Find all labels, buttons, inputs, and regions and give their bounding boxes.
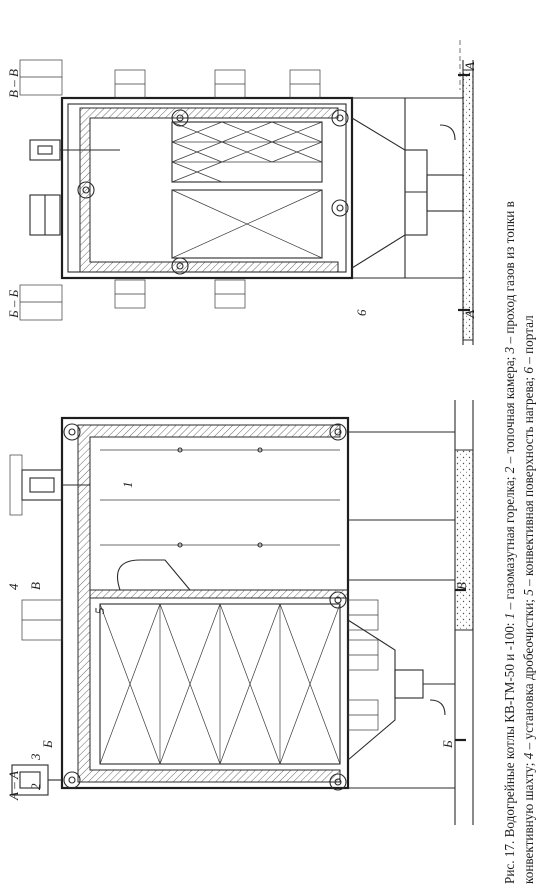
foundation — [462, 69, 474, 341]
furnace-lining — [79, 107, 339, 273]
shot-blasting-device — [11, 764, 62, 796]
label-cut-b-top: Б — [40, 740, 55, 749]
label-number-5: 5 — [92, 607, 107, 614]
furnace-lining-lower — [77, 424, 341, 783]
label-number-1: 1 — [120, 482, 135, 489]
label-number-3: 3 — [28, 753, 43, 761]
caption-line-2: конвективную шахту; 4 – установка дробео… — [521, 315, 536, 884]
convective-panels-upper — [171, 121, 323, 183]
label-number-4: 4 — [6, 583, 21, 590]
label-cut-v-bottom: В — [454, 582, 469, 590]
shot-blasting-upper — [29, 139, 120, 236]
support-lower — [347, 431, 455, 789]
convective-surface — [99, 603, 341, 765]
furnace-chamber-upper — [171, 189, 323, 259]
platforms-upper — [19, 59, 321, 321]
view-b-b-v-v — [19, 40, 474, 345]
label-cut-a-top: А — [462, 62, 477, 71]
header-drums-upper — [77, 109, 349, 275]
header-drums-lower — [63, 423, 347, 791]
furnace-chamber — [100, 447, 340, 591]
figure-caption: Рис. 17. Водогрейные котлы КВ-ГМ-50 и -1… — [502, 201, 536, 884]
label-number-2: 2 — [28, 783, 43, 790]
label-cut-v-top: В — [28, 582, 43, 590]
label-cut-a-bottom: А — [462, 310, 477, 319]
view-a-a — [9, 400, 474, 825]
label-section-v-v: В – В — [6, 69, 21, 98]
casing-upper — [60, 96, 354, 280]
label-number-6: 6 — [354, 309, 369, 316]
casing-lower — [60, 416, 350, 790]
label-cut-b-bottom: Б — [440, 740, 455, 749]
portal-upper — [351, 97, 464, 279]
caption-line-1: Рис. 17. Водогрейные котлы КВ-ГМ-50 и -1… — [502, 201, 517, 884]
label-section-a-a: А – А — [6, 771, 21, 801]
label-section-b-b: Б – Б — [6, 289, 21, 319]
foundation-lower — [454, 449, 474, 631]
gas-oil-burner — [9, 454, 90, 516]
